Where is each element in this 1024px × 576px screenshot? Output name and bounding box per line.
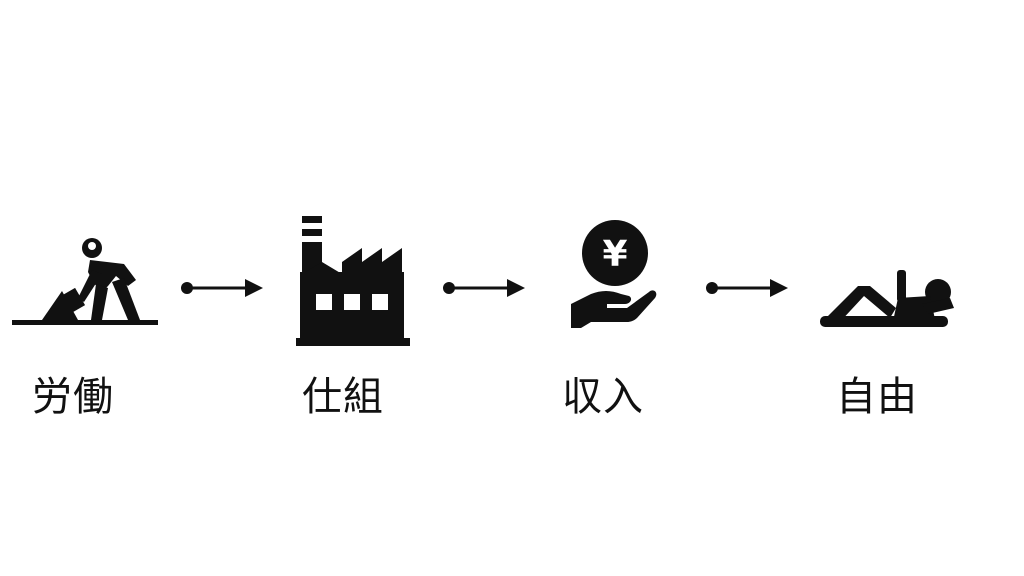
step-label-labor: 労働 [32, 374, 114, 420]
arrow-right-icon [706, 278, 790, 298]
hand-receiving-yen-icon: ¥ [565, 218, 661, 332]
arrow-right-icon [181, 278, 265, 298]
step-label-freedom: 自由 [836, 374, 918, 420]
arrow-right-icon [443, 278, 527, 298]
svg-text:¥: ¥ [602, 234, 627, 275]
step-label-income: 収入 [562, 374, 644, 420]
worker-digging-icon [12, 236, 160, 330]
factory-icon [292, 214, 412, 348]
step-label-system: 仕組 [302, 374, 384, 420]
person-relaxing-icon [818, 264, 958, 334]
